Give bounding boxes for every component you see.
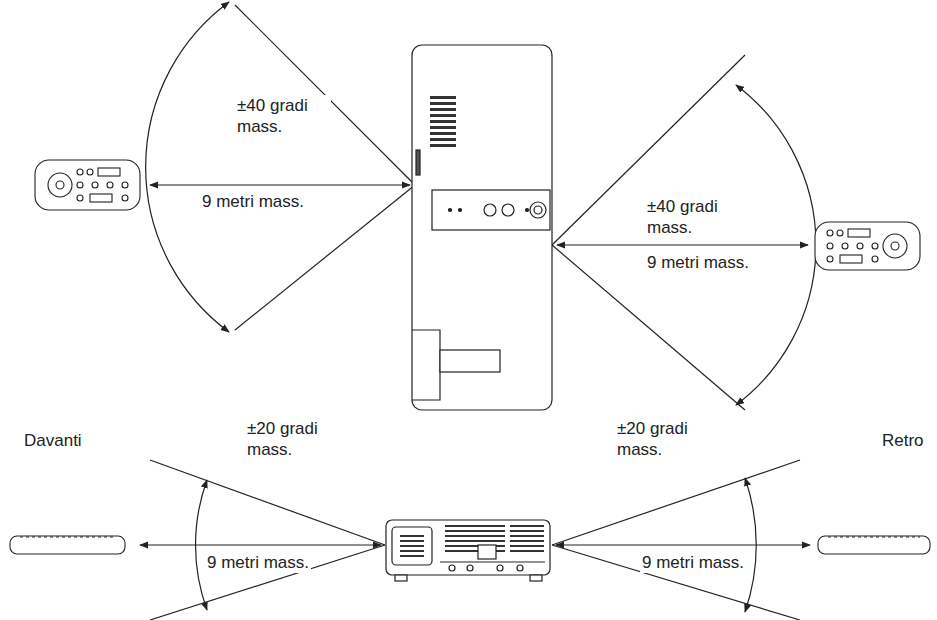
range-lines (140, 2, 816, 620)
angle-label: ±40 gradi mass. (235, 95, 331, 137)
distance-label: 9 metri mass. (645, 252, 751, 273)
projector-top (412, 45, 552, 410)
side-label: Davanti (22, 430, 84, 451)
angle-label: ±40 gradi mass. (645, 196, 741, 238)
angle-label: ±20 gradi mass. (615, 418, 711, 460)
distance-label: 9 metri mass. (640, 552, 746, 573)
projector-side (386, 520, 550, 581)
side-label: Retro (880, 430, 926, 451)
distance-label: 9 metri mass. (200, 191, 306, 212)
angle-label: ±20 gradi mass. (245, 418, 341, 460)
remote-side (10, 536, 930, 554)
distance-label: 9 metri mass. (205, 552, 311, 573)
remote-top (35, 160, 920, 270)
